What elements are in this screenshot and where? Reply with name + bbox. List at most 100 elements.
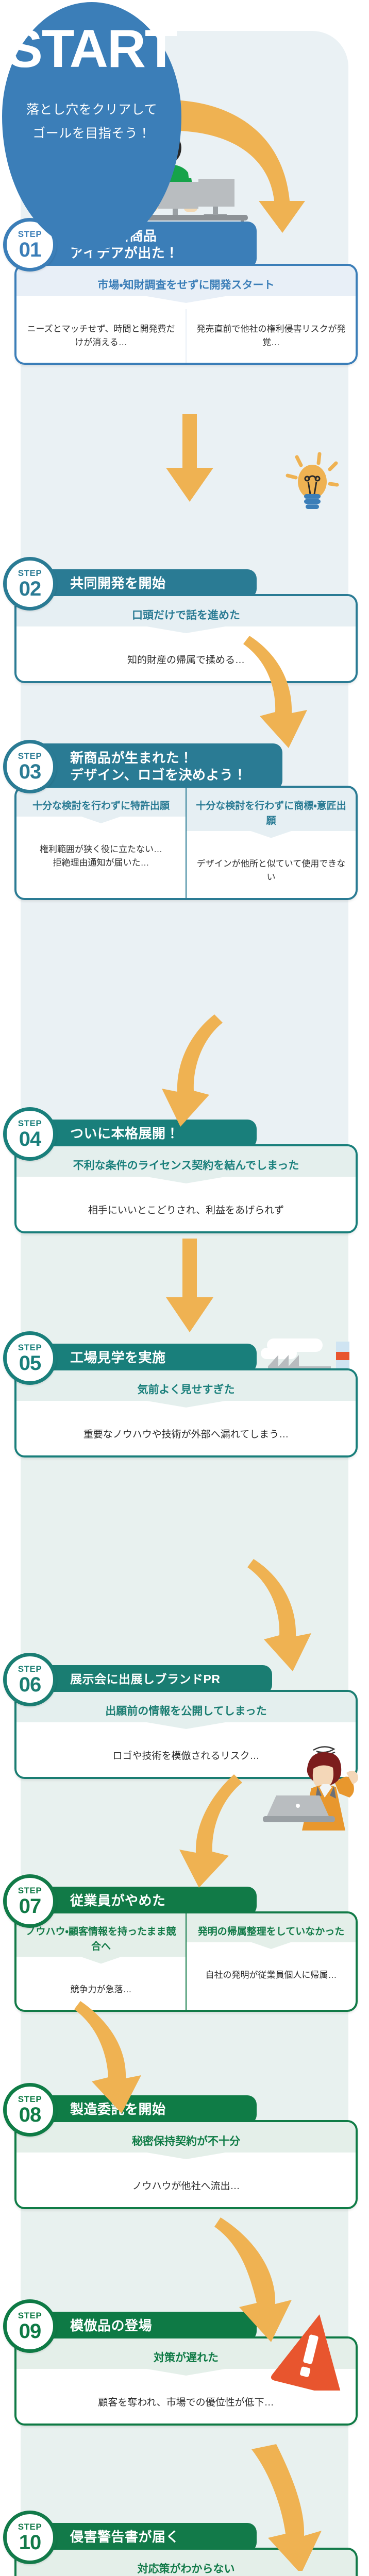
step-card-02: 口頭だけで話を進めた知的財産の帰属で揉める… <box>14 594 358 683</box>
step-badge-03: STEP 03 <box>3 740 57 793</box>
step-badge-04: STEP 04 <box>3 1107 57 1161</box>
step-card-03: 十分な検討を行わずに特許出願 権利範囲が狭く役に立たない…拒絶理由通知が届いた…… <box>14 786 358 900</box>
step-effect-text: ニーズとマッチせず、時間と開発費だけが消える… <box>16 309 186 363</box>
step-badge-label: STEP <box>18 2095 42 2104</box>
step-badge-number: 08 <box>19 2105 41 2125</box>
step-title-02: 共同開発を開始 <box>70 575 166 592</box>
step-badge-09: STEP 09 <box>3 2299 57 2353</box>
step-effect-04: 相手にいいとこどりされ、利益をあげられず <box>16 1190 356 1231</box>
start-tagline-line1: 落とし穴をクリアして <box>26 98 157 122</box>
step-title-05: 工場見学を実施 <box>70 1349 166 1366</box>
step-badge-08: STEP 08 <box>3 2083 57 2137</box>
step-badge-label: STEP <box>18 1665 42 1673</box>
step-column: 十分な検討を行わずに特許出願 権利範囲が狭く役に立たない…拒絶理由通知が届いた… <box>16 788 186 898</box>
step-cause-09: 対策が遅れた <box>16 2338 356 2382</box>
step-card-09: 対策が遅れた顧客を奪われ、市場での優位性が低下… <box>14 2336 358 2426</box>
step-card-06: 出願前の情報を公開してしまったロゴや技術を模倣されるリスク… <box>14 1690 358 1779</box>
step-badge-number: 10 <box>19 2532 41 2553</box>
step-cause-06: 出願前の情報を公開してしまった <box>16 1692 356 1735</box>
step-badge-number: 02 <box>19 579 41 599</box>
step-title-10: 侵害警告書が届く <box>70 2529 179 2546</box>
cause-notch <box>16 817 186 830</box>
step-effect-09: 顧客を奪われ、市場での優位性が低下… <box>16 2382 356 2424</box>
step-card-07: ノウハウ・顧客情報を持ったまま競合へ 競争力が急落… 発明の帰属整理をしていなか… <box>14 1911 358 2012</box>
step-block-07: STEP 07 従業員がやめた ノウハウ・顧客情報を持ったまま競合へ 競争力が急… <box>0 1887 369 2012</box>
step-columns-03: 十分な検討を行わずに特許出願 権利範囲が狭く役に立たない…拒絶理由通知が届いた…… <box>16 788 356 898</box>
step-badge-number: 04 <box>19 1129 41 1149</box>
cause-notch <box>16 1722 356 1736</box>
step-effect-02: 知的財産の帰属で揉める… <box>16 639 356 681</box>
step-cause-text: 十分な検討を行わずに商標・意匠出願 <box>187 788 356 844</box>
step-badge-number: 03 <box>19 761 41 782</box>
step-effect-text: 自社の発明が従業員個人に帰属… <box>187 1955 356 1995</box>
step-badge-number: 09 <box>19 2321 41 2342</box>
step-effect-column: ニーズとマッチせず、時間と開発費だけが消える… <box>16 309 186 363</box>
cause-notch <box>16 626 356 640</box>
step-effect-05: 重要なノウハウや技術が外部へ漏れてしまう… <box>16 1414 356 1455</box>
step-column: 発明の帰属整理をしていなかった 自社の発明が従業員個人に帰属… <box>186 1913 356 2010</box>
start-tagline: 落とし穴をクリアして ゴールを目指そう！ <box>26 98 157 146</box>
step-card-01: 市場・知財調査をせずに開発スタートニーズとマッチせず、時間と開発費だけが消える…… <box>14 264 358 365</box>
step-badge-10: STEP 10 <box>3 2511 57 2564</box>
cause-notch <box>16 2369 356 2382</box>
step-effect-columns: ニーズとマッチせず、時間と開発費だけが消える…発売直前で他社の権利侵害リスクが発… <box>16 309 356 363</box>
step-effect-text: 発売直前で他社の権利侵害リスクが発覚… <box>187 309 356 363</box>
step-title-09: 模倣品の登場 <box>70 2317 152 2334</box>
step-block-08: STEP 08 製造委託を開始秘密保持契約が不十分ノウハウが他社へ流出… <box>0 2095 369 2209</box>
step-block-02: STEP 02 共同開発を開始口頭だけで話を進めた知的財産の帰属で揉める… <box>0 569 369 683</box>
step-badge-07: STEP 07 <box>3 1874 57 1928</box>
step-effect-text: デザインが他所と似ていて使用できない <box>187 844 356 898</box>
step-title-04: ついに本格展開！ <box>70 1125 179 1142</box>
start-tagline-line2: ゴールを目指そう！ <box>26 122 157 145</box>
step-badge-number: 07 <box>19 1896 41 1917</box>
step-cause-text: 十分な検討を行わずに特許出願 <box>16 788 186 829</box>
step-card-04: 不利な条件のライセンス契約を結んでしまった相手にいいとこどりされ、利益をあげられ… <box>14 1144 358 1233</box>
step-badge-label: STEP <box>18 2522 42 2531</box>
step-badge-label: STEP <box>18 569 42 578</box>
step-cause-04: 不利な条件のライセンス契約を結んでしまった <box>16 1146 356 1190</box>
step-badge-02: STEP 02 <box>3 557 57 611</box>
step-title-07: 従業員がやめた <box>70 1892 166 1909</box>
step-column: 十分な検討を行わずに商標・意匠出願 デザインが他所と似ていて使用できない <box>186 788 356 898</box>
step-block-10: STEP 10 侵害警告書が届く対応策がわからない製品販売の停止や撤退を迫られる… <box>0 2523 369 2576</box>
step-title-06: 展示会に出展しブランドPR <box>70 1672 220 1687</box>
step-block-09: STEP 09 模倣品の登場対策が遅れた顧客を奪われ、市場での優位性が低下… <box>0 2312 369 2426</box>
step-title-03: 新商品が生まれた！デザイン、ロゴを決めよう！ <box>70 750 247 784</box>
step-effect-06: ロゴや技術を模倣されるリスク… <box>16 1735 356 1777</box>
step-columns-07: ノウハウ・顧客情報を持ったまま競合へ 競争力が急落… 発明の帰属整理をしていなか… <box>16 1913 356 2010</box>
step-block-01: STEP 01 新事業・新商品アイデアが出た！市場・知財調査をせずに開発スタート… <box>0 222 369 365</box>
step-effect-08: ノウハウが他社へ流出… <box>16 2165 356 2207</box>
step-badge-label: STEP <box>18 1886 42 1895</box>
cause-notch <box>187 831 356 844</box>
step-cause-02: 口頭だけで話を進めた <box>16 596 356 639</box>
start-label: START <box>7 25 177 74</box>
step-badge-05: STEP 05 <box>3 1331 57 1385</box>
step-badge-06: STEP 06 <box>3 1653 57 1706</box>
step-cause-05: 気前よく見せすぎた <box>16 1370 356 1414</box>
step-block-03: STEP 03 新商品が生まれた！デザイン、ロゴを決めよう！ 十分な検討を行わず… <box>0 743 369 900</box>
step-effect-text: 競争力が急落… <box>16 1970 186 2010</box>
step-block-06: STEP 06 展示会に出展しブランドPR出願前の情報を公開してしまったロゴや技… <box>0 1665 369 1779</box>
cause-notch <box>16 2153 356 2166</box>
step-card-08: 秘密保持契約が不十分ノウハウが他社へ流出… <box>14 2120 358 2209</box>
step-card-05: 気前よく見せすぎた重要なノウハウや技術が外部へ漏れてしまう… <box>14 1368 358 1458</box>
step-block-05: STEP 05 工場見学を実施気前よく見せすぎた重要なノウハウや技術が外部へ漏れ… <box>0 1344 369 1458</box>
cause-notch <box>187 1942 356 1956</box>
step-header-03: STEP 03 新商品が生まれた！デザイン、ロゴを決めよう！ <box>14 743 282 790</box>
cause-notch <box>16 296 356 310</box>
step-badge-label: STEP <box>18 230 42 239</box>
step-cause-01: 市場・知財調査をせずに開発スタート <box>16 266 356 309</box>
step-cause-10: 対応策がわからない <box>16 2550 356 2576</box>
step-card-10: 対応策がわからない製品販売の停止や撤退を迫られる危機に… <box>14 2548 358 2576</box>
step-effect-column: 発売直前で他社の権利侵害リスクが発覚… <box>186 309 356 363</box>
step-cause-text: 発明の帰属整理をしていなかった <box>187 1913 356 1955</box>
step-title-08: 製造委託を開始 <box>70 2101 166 2118</box>
cause-notch <box>16 1401 356 1414</box>
cause-notch <box>16 1957 186 1970</box>
step-badge-label: STEP <box>18 752 42 760</box>
step-badge-label: STEP <box>18 2311 42 2320</box>
step-badge-number: 05 <box>19 1353 41 1374</box>
cause-notch <box>16 1177 356 1190</box>
step-cause-08: 秘密保持契約が不十分 <box>16 2122 356 2165</box>
